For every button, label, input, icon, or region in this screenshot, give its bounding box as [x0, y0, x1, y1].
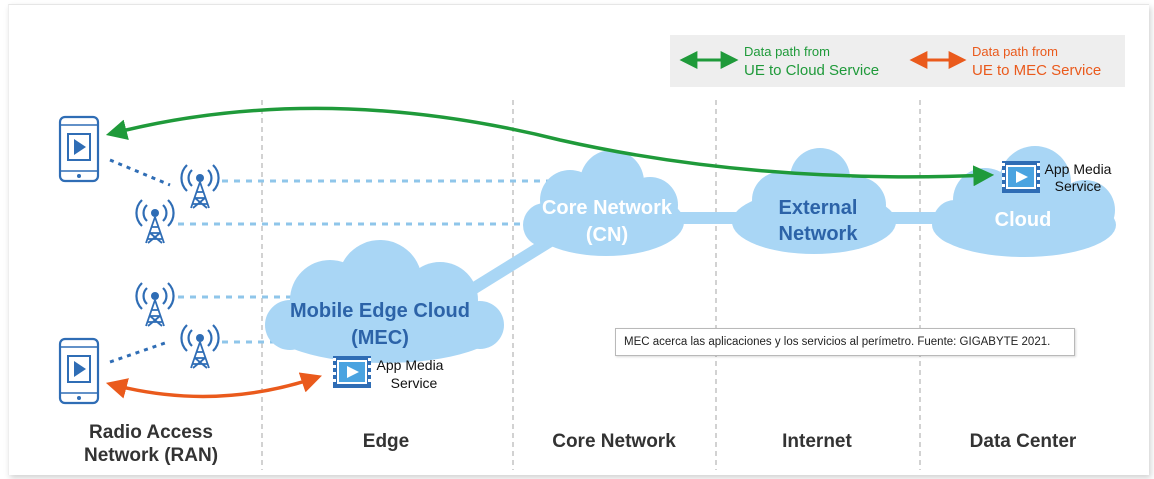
external-cloud-label-1: External [779, 197, 858, 219]
mec-service-label-1: App Media [377, 357, 444, 373]
cloud-service-label-2: Service [1055, 178, 1102, 194]
video-player-icon [1002, 161, 1040, 193]
mec-service-label-2: Service [391, 375, 438, 391]
core-cloud-label-1: Core Network [542, 197, 673, 219]
external-cloud-label-2: Network [779, 223, 859, 245]
zone-label-datacenter: Data Center [970, 431, 1077, 452]
figure-caption: MEC acerca las aplicaciones y los servic… [615, 328, 1075, 356]
zone-label-ran-1: Radio Access [89, 422, 213, 443]
cloud-service-label-1: App Media [1045, 161, 1112, 177]
zone-label-ran-2: Network (RAN) [84, 445, 218, 466]
phone-icon [58, 337, 100, 405]
frame-border [8, 4, 1149, 475]
legend-box [670, 35, 1125, 87]
datacenter-cloud-label: Cloud [995, 209, 1052, 231]
ue-to-mec-path [105, 372, 322, 399]
antenna-icon [135, 198, 175, 245]
legend-cloud-line1: Data path from [744, 44, 830, 59]
zone-label-core: Core Network [552, 431, 676, 452]
legend-mec-line2: UE to MEC Service [972, 62, 1101, 79]
core-cloud-label-2: (CN) [586, 224, 628, 246]
mec-cloud-label-2: (MEC) [351, 327, 409, 349]
video-player-icon [333, 356, 371, 388]
ue-to-cloud-path [105, 106, 995, 187]
legend-cloud-line2: UE to Cloud Service [744, 62, 879, 79]
antenna-icon [180, 163, 220, 210]
zone-label-internet: Internet [782, 431, 852, 452]
ue-radio-links [109, 158, 171, 364]
mec-cloud-label-1: Mobile Edge Cloud [290, 300, 470, 322]
zone-separators [261, 100, 921, 470]
legend-mec-line1: Data path from [972, 44, 1058, 59]
antenna-icon [180, 323, 220, 370]
zone-label-edge: Edge [363, 431, 409, 452]
antenna-icon [135, 281, 175, 328]
phone-icon [58, 115, 100, 183]
mec-cloud [265, 240, 504, 363]
